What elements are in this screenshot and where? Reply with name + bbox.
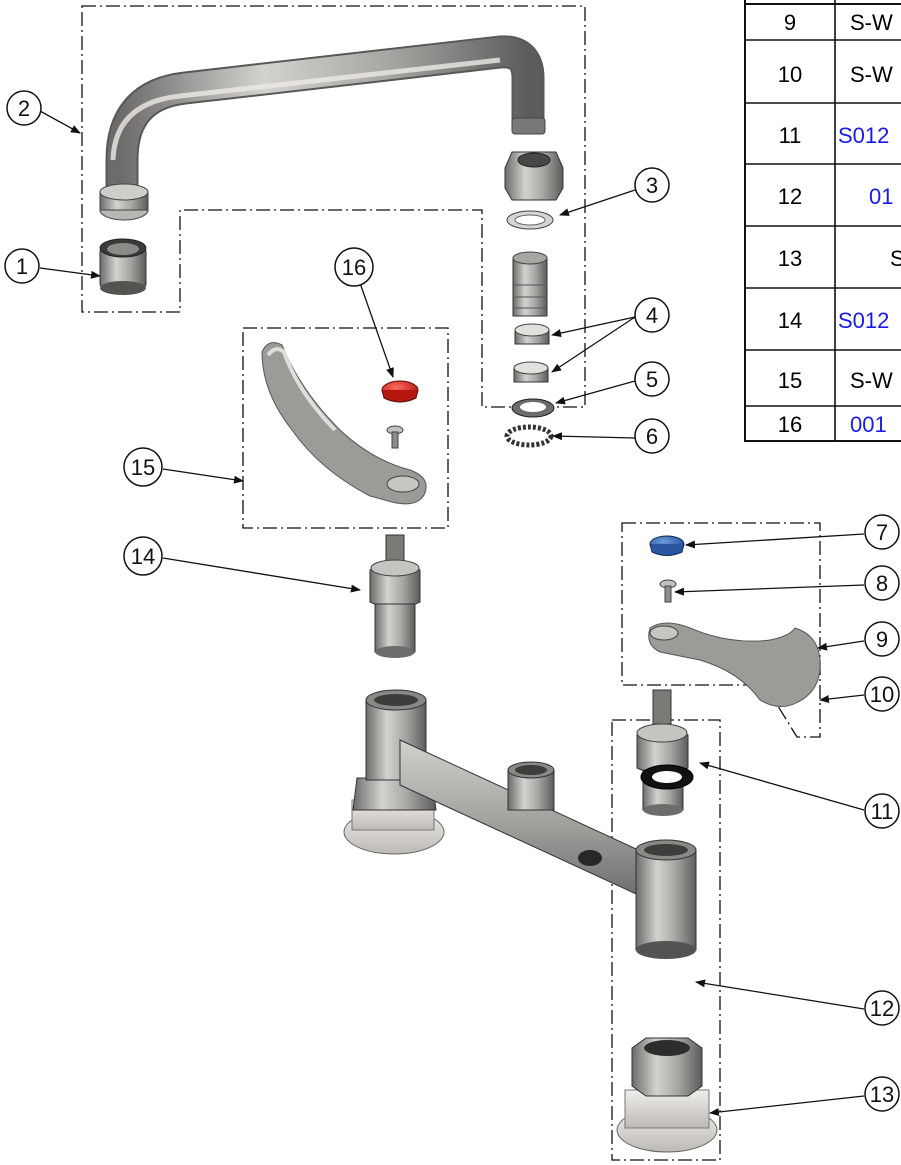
callout-1: 1 [4, 248, 40, 284]
parts-table: 9 S-W 10 S-W 11 S012 12 01 13 S 14 S012 … [744, 0, 901, 442]
svg-text:11: 11 [871, 799, 894, 824]
hot-screw [386, 425, 404, 449]
o-ring-4a [514, 323, 550, 345]
hot-handle-group-box [242, 327, 449, 529]
table-item-12: 12 [778, 184, 802, 209]
svg-text:13: 13 [870, 1082, 894, 1107]
leader-lines [39, 110, 865, 1116]
callout-16: 16 [334, 247, 374, 287]
table-part-14[interactable]: S012 [838, 308, 889, 333]
callout-8: 8 [864, 565, 900, 601]
table-item-9: 9 [784, 10, 796, 35]
spout-group-box [81, 5, 586, 408]
hot-cartridge [369, 534, 421, 658]
svg-text:1: 1 [16, 254, 28, 279]
table-item-15: 15 [778, 368, 802, 393]
swing-spout [99, 35, 546, 221]
table-part-12[interactable]: 01 [869, 184, 893, 209]
lock-washer-6 [504, 424, 554, 448]
svg-text:15: 15 [131, 455, 155, 480]
table-part-9: S-W [850, 10, 893, 35]
cold-wrist-handle [648, 622, 821, 707]
svg-text:2: 2 [18, 96, 30, 121]
callout-4: 4 [634, 297, 670, 333]
svg-text:3: 3 [646, 173, 658, 198]
table-item-14: 14 [778, 308, 802, 333]
callouts: 1 2 3 4 5 6 7 8 9 10 11 12 13 14 15 16 [4, 90, 900, 1112]
callout-10: 10 [864, 676, 900, 712]
callout-13: 13 [864, 1076, 900, 1112]
table-item-10: 10 [778, 62, 802, 87]
cold-screw [659, 579, 677, 603]
callout-3: 3 [634, 167, 670, 203]
aerator [99, 238, 147, 295]
svg-text:4: 4 [646, 303, 658, 328]
spout-nut [504, 151, 564, 201]
svg-text:16: 16 [342, 255, 366, 280]
table-part-11[interactable]: S012 [838, 123, 889, 148]
callout-14: 14 [123, 536, 163, 576]
callout-12: 12 [864, 990, 900, 1026]
svg-text:9: 9 [876, 627, 888, 652]
callout-15: 15 [123, 447, 163, 487]
svg-text:14: 14 [131, 544, 155, 569]
svg-text:5: 5 [646, 367, 658, 392]
table-part-10: S-W [850, 62, 893, 87]
o-ring-4b [513, 361, 549, 383]
cold-index-cap [649, 535, 685, 556]
svg-text:8: 8 [876, 571, 888, 596]
spout-tube [512, 251, 548, 317]
flange-13 [616, 1037, 718, 1153]
spout-nozzle [99, 183, 149, 221]
callout-5: 5 [634, 361, 670, 397]
callout-9: 9 [864, 621, 900, 657]
callout-11: 11 [864, 793, 900, 829]
callout-6: 6 [634, 418, 670, 454]
flange-washer-12 [640, 764, 694, 790]
hot-index-cap [381, 380, 419, 403]
table-part-16[interactable]: 001 [850, 412, 887, 437]
table-item-16: 16 [778, 412, 802, 437]
svg-text:10: 10 [870, 682, 894, 707]
cold-handle-group-box [621, 522, 821, 738]
svg-text:12: 12 [870, 996, 894, 1021]
svg-text:7: 7 [876, 520, 888, 545]
table-item-13: 13 [778, 246, 802, 271]
svg-text:6: 6 [646, 424, 658, 449]
callout-7: 7 [864, 514, 900, 550]
table-item-11: 11 [779, 123, 802, 148]
table-part-13: S [890, 246, 901, 271]
table-part-15: S-W [850, 368, 893, 393]
faucet-body [343, 689, 697, 959]
washer-3 [506, 210, 554, 230]
group-boxes [81, 5, 821, 1161]
hot-wrist-handle [261, 342, 427, 505]
callout-2: 2 [6, 90, 42, 126]
washer-5 [511, 398, 555, 418]
cold-cartridge [636, 689, 689, 816]
